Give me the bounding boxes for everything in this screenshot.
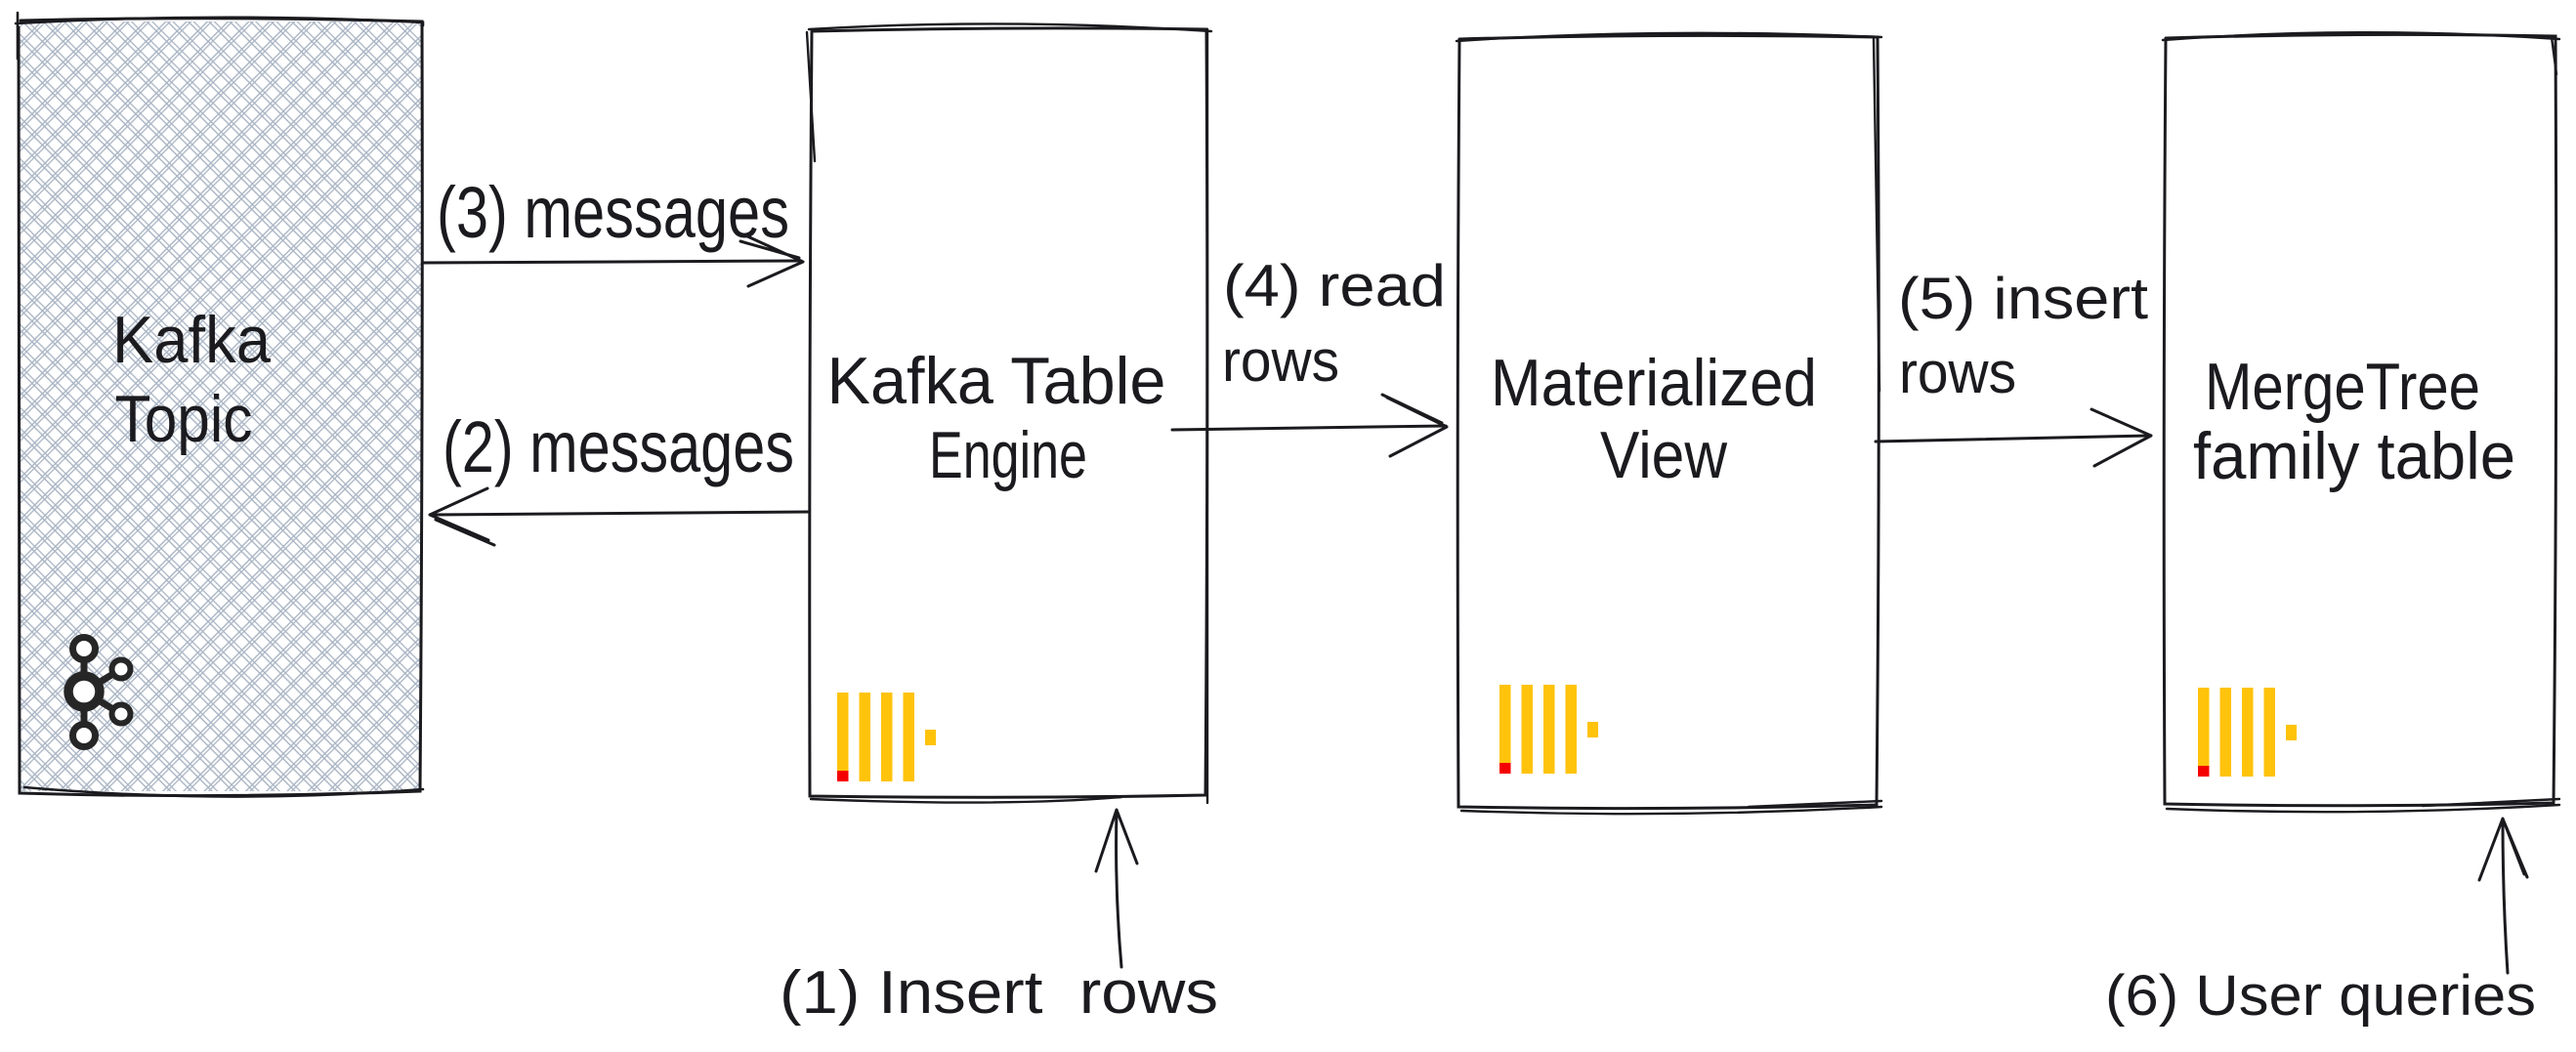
svg-text:Engine: Engine (929, 418, 1087, 492)
svg-text:View: View (1600, 418, 1728, 492)
svg-text:Kafka: Kafka (112, 303, 271, 377)
svg-text:Kafka Table: Kafka Table (827, 344, 1166, 418)
svg-text:Topic: Topic (115, 382, 253, 456)
svg-text:family table: family table (2193, 419, 2515, 493)
svg-text:(2) messages: (2) messages (443, 406, 794, 487)
svg-text:(4) read: (4) read (1223, 253, 1446, 318)
svg-text:rows: rows (1222, 328, 1339, 394)
svg-text:(3) messages: (3) messages (437, 172, 789, 253)
svg-text:(6) User queries: (6) User queries (2105, 964, 2536, 1028)
svg-text:(1) Insert rows: (1) Insert rows (780, 959, 1218, 1027)
svg-text:MergeTree: MergeTree (2205, 350, 2480, 424)
svg-text:Materialized: Materialized (1491, 346, 1817, 420)
svg-text:rows: rows (1899, 340, 2016, 405)
svg-text:(5) insert: (5) insert (1898, 266, 2148, 331)
